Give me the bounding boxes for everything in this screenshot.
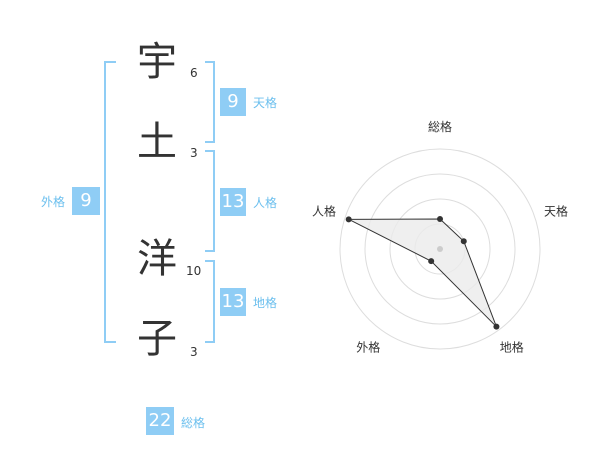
radar-ring (364, 173, 516, 325)
soukaku-value: 22 (146, 407, 174, 435)
soukaku-label: 総格 (181, 416, 206, 430)
radar-point-5 (345, 216, 352, 223)
chikaku-label: 地格 (253, 296, 278, 310)
chikaku-bracket (205, 260, 215, 343)
name-char-3: 洋 (137, 236, 177, 282)
stroke-count-1: 6 (190, 66, 198, 80)
radar-point-3 (493, 323, 500, 330)
name-char-2: 土 (137, 119, 177, 165)
radar-rings (339, 148, 541, 350)
radar-axis-label-5: 人格 (312, 203, 336, 218)
radar-point-2 (460, 238, 467, 245)
gaikaku-bracket (104, 61, 116, 343)
jinkaku-bracket (205, 150, 215, 252)
radar-axis-label-4: 外格 (356, 340, 380, 355)
stroke-count-3: 10 (186, 264, 202, 278)
radar-axis-label-3: 地格 (500, 340, 524, 355)
tenkaku-value: 9 (220, 88, 246, 116)
tenkaku-bracket (205, 61, 215, 143)
radar-area (348, 218, 497, 328)
radar-ring (389, 198, 491, 300)
stroke-count-2: 3 (190, 146, 198, 160)
chikaku-value: 13 (220, 288, 246, 316)
stroke-count-4: 3 (190, 345, 198, 359)
radar-ring (339, 148, 541, 350)
radar-point-1 (437, 216, 443, 222)
jinkaku-value: 13 (220, 188, 246, 216)
gaikaku-label: 外格 (41, 195, 66, 209)
radar-center-dot (437, 246, 443, 252)
tenkaku-label: 天格 (253, 96, 278, 110)
jinkaku-label: 人格 (253, 196, 278, 210)
name-char-4: 子 (137, 316, 177, 362)
radar-axis-label-1: 総格 (428, 119, 452, 134)
radar-point-4 (428, 258, 435, 265)
name-char-1: 宇 (137, 39, 177, 85)
gaikaku-value: 9 (72, 187, 100, 215)
radar-axis-label-2: 天格 (544, 203, 568, 218)
